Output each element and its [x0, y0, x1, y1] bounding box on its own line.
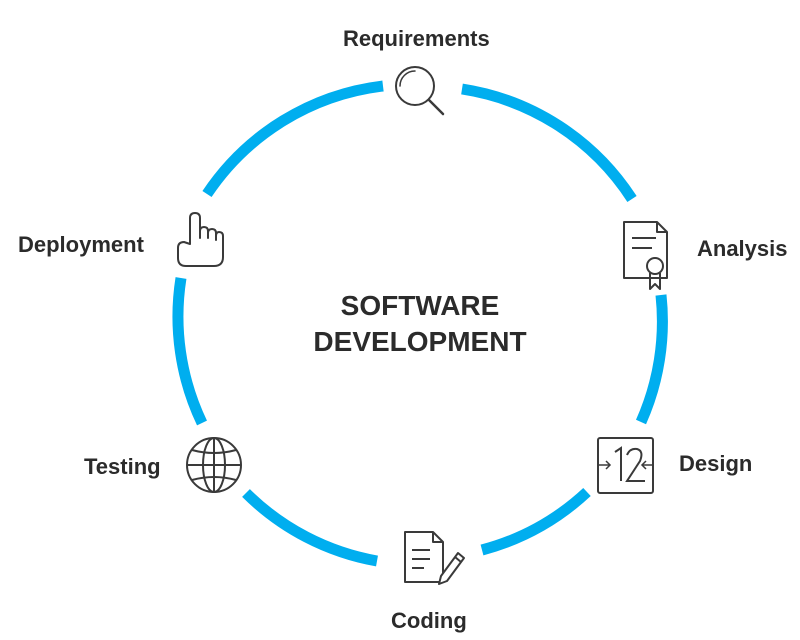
ring-segment-requirements-analysis — [461, 83, 637, 202]
globe-icon — [186, 437, 242, 493]
magnifier-icon — [395, 66, 445, 116]
stage-label-deployment: Deployment — [18, 232, 144, 257]
stage-label-coding: Coding — [391, 608, 467, 633]
diagram-title-line1: SOFTWARE — [340, 290, 500, 321]
ring-segment-testing-deployment — [172, 277, 207, 426]
stage-label-analysis: Analysis — [697, 236, 788, 261]
stage-label-design: Design — [679, 451, 753, 476]
cycle-ring — [172, 80, 668, 567]
ruler-frame-icon — [597, 437, 654, 494]
ring-segment-analysis-design — [635, 294, 668, 425]
diagram-title: SOFTWARE DEVELOPMENT — [270, 288, 570, 360]
ring-segment-deployment-requirements — [202, 80, 384, 198]
pointing-hand-icon — [177, 212, 224, 267]
ring-segment-coding-testing — [242, 489, 378, 567]
diagram-title-line2: DEVELOPMENT — [313, 326, 527, 357]
stage-label-testing: Testing — [84, 454, 161, 479]
ring-segment-design-coding — [480, 487, 591, 556]
certificate-icon — [623, 221, 668, 290]
stage-label-requirements: Requirements — [343, 26, 490, 51]
document-pen-icon — [404, 531, 465, 585]
